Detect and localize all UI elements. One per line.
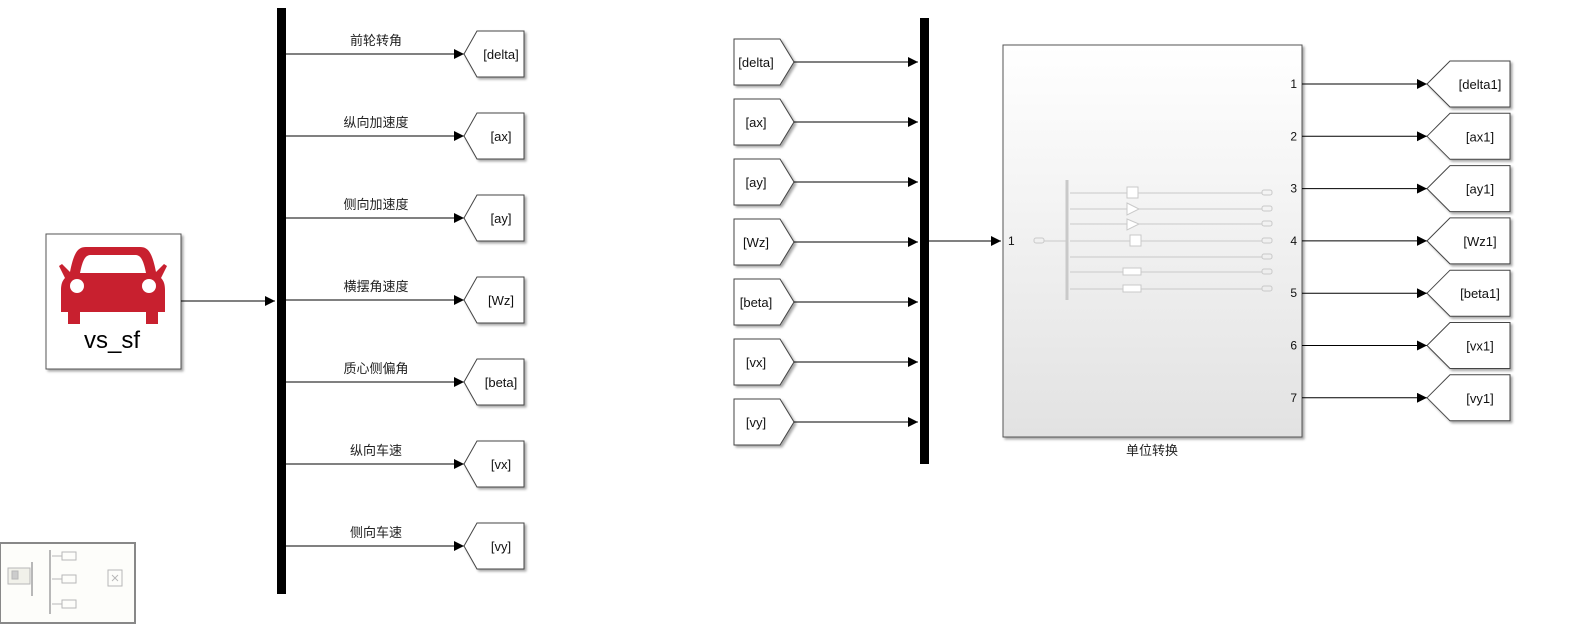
output-port-number: 4 — [1290, 234, 1297, 248]
goto-tag-label: [ay] — [491, 211, 512, 226]
goto-tag-block[interactable]: [beta] — [463, 358, 525, 406]
goto-tag-label: [vy] — [491, 539, 511, 554]
goto-tag-label: [Wz1] — [1463, 234, 1496, 249]
signal-label: 纵向加速度 — [343, 115, 408, 131]
subsystem-outputs: 1 [delta1] 2 [ax1] 3 [ay1] 4 [Wz1] 5 [beta1] 6 [vx1… — [1290, 60, 1511, 422]
from-tag-block[interactable]: [beta] — [733, 278, 795, 326]
unit-conversion-subsystem[interactable]: 1 单位转换 — [1002, 44, 1303, 459]
output-port-number: 2 — [1290, 129, 1297, 143]
goto-tag-block[interactable]: [Wz] — [463, 276, 525, 324]
demux-bar[interactable] — [277, 8, 286, 594]
goto-tag-block[interactable]: [delta] — [463, 30, 525, 78]
signal-label: 侧向车速 — [350, 525, 402, 541]
from-tag-block[interactable]: [vx] — [733, 338, 795, 386]
from-tag-block[interactable]: [ay] — [733, 158, 795, 206]
signal-label: 纵向车速 — [350, 443, 402, 459]
goto-tag-block[interactable]: [ax1] — [1426, 112, 1511, 160]
output-port-number: 3 — [1290, 182, 1297, 196]
goto-tag-label: [beta] — [485, 375, 518, 390]
goto-tag-label: [vx1] — [1466, 339, 1493, 354]
subsystem-preview-icon — [1033, 180, 1273, 300]
from-tag-label: [delta] — [738, 55, 773, 70]
goto-tag-block[interactable]: [ay1] — [1426, 165, 1511, 213]
bus1-signals: 前轮转角 [delta] 纵向加速度 [ax] 侧向加速度 [ay] 横摆角速度 [Wz] 质心… — [286, 30, 525, 570]
goto-tag-label: [vx] — [491, 457, 511, 472]
model-thumbnail-icon[interactable] — [0, 542, 136, 624]
goto-tag-block[interactable]: [vy1] — [1426, 374, 1511, 422]
goto-tag-block[interactable]: [vx] — [463, 440, 525, 488]
goto-tag-label: [delta] — [483, 47, 518, 62]
vs-sf-label: vs_sf — [84, 327, 140, 354]
subsystem-name: 单位转换 — [1126, 444, 1178, 459]
from-tag-block[interactable]: [delta] — [733, 38, 795, 86]
signal-label: 质心侧偏角 — [343, 362, 408, 377]
signal-label: 前轮转角 — [350, 33, 402, 49]
output-port-number: 1 — [1290, 77, 1297, 91]
from-tag-block[interactable]: [vy] — [733, 398, 795, 446]
goto-tag-block[interactable]: [ay] — [463, 194, 525, 242]
goto-tag-block[interactable]: [Wz1] — [1426, 217, 1511, 265]
subsystem-input-port-label: 1 — [1008, 234, 1015, 248]
signal-label: 侧向加速度 — [343, 197, 408, 213]
from-tag-label: [Wz] — [743, 235, 769, 250]
goto-tag-label: [Wz] — [488, 293, 514, 308]
goto-tag-block[interactable]: [ax] — [463, 112, 525, 160]
goto-tag-block[interactable]: [beta1] — [1426, 269, 1511, 317]
from-tag-label: [vx] — [746, 355, 766, 370]
goto-tag-block[interactable]: [delta1] — [1426, 60, 1511, 108]
from-tag-label: [vy] — [746, 415, 766, 430]
goto-tag-label: [ax] — [491, 129, 512, 144]
goto-tag-label: [ay1] — [1466, 182, 1494, 197]
goto-tag-block[interactable]: [vx1] — [1426, 322, 1511, 369]
output-port-number: 5 — [1290, 286, 1297, 300]
goto-tag-label: [delta1] — [1459, 77, 1502, 92]
from-tag-label: [ay] — [746, 175, 767, 190]
vs-sf-block[interactable]: vs_sf — [45, 233, 182, 370]
bus2-inputs: [delta] [ax] [ay] [Wz] [beta] [vx] [vy] — [733, 38, 918, 446]
goto-tag-label: [beta1] — [1460, 286, 1500, 301]
signal-label: 横摆角速度 — [343, 279, 408, 295]
from-tag-block[interactable]: [ax] — [733, 98, 795, 146]
goto-tag-block[interactable]: [vy] — [463, 522, 525, 570]
from-tag-label: [ax] — [746, 115, 767, 130]
goto-tag-label: [vy1] — [1466, 391, 1493, 406]
from-tag-block[interactable]: [Wz] — [733, 218, 795, 266]
goto-tag-label: [ax1] — [1466, 129, 1494, 144]
output-port-number: 6 — [1290, 339, 1297, 353]
car-icon — [59, 247, 167, 324]
output-port-number: 7 — [1290, 391, 1297, 405]
mux-bar[interactable] — [920, 18, 929, 464]
from-tag-label: [beta] — [740, 295, 773, 310]
